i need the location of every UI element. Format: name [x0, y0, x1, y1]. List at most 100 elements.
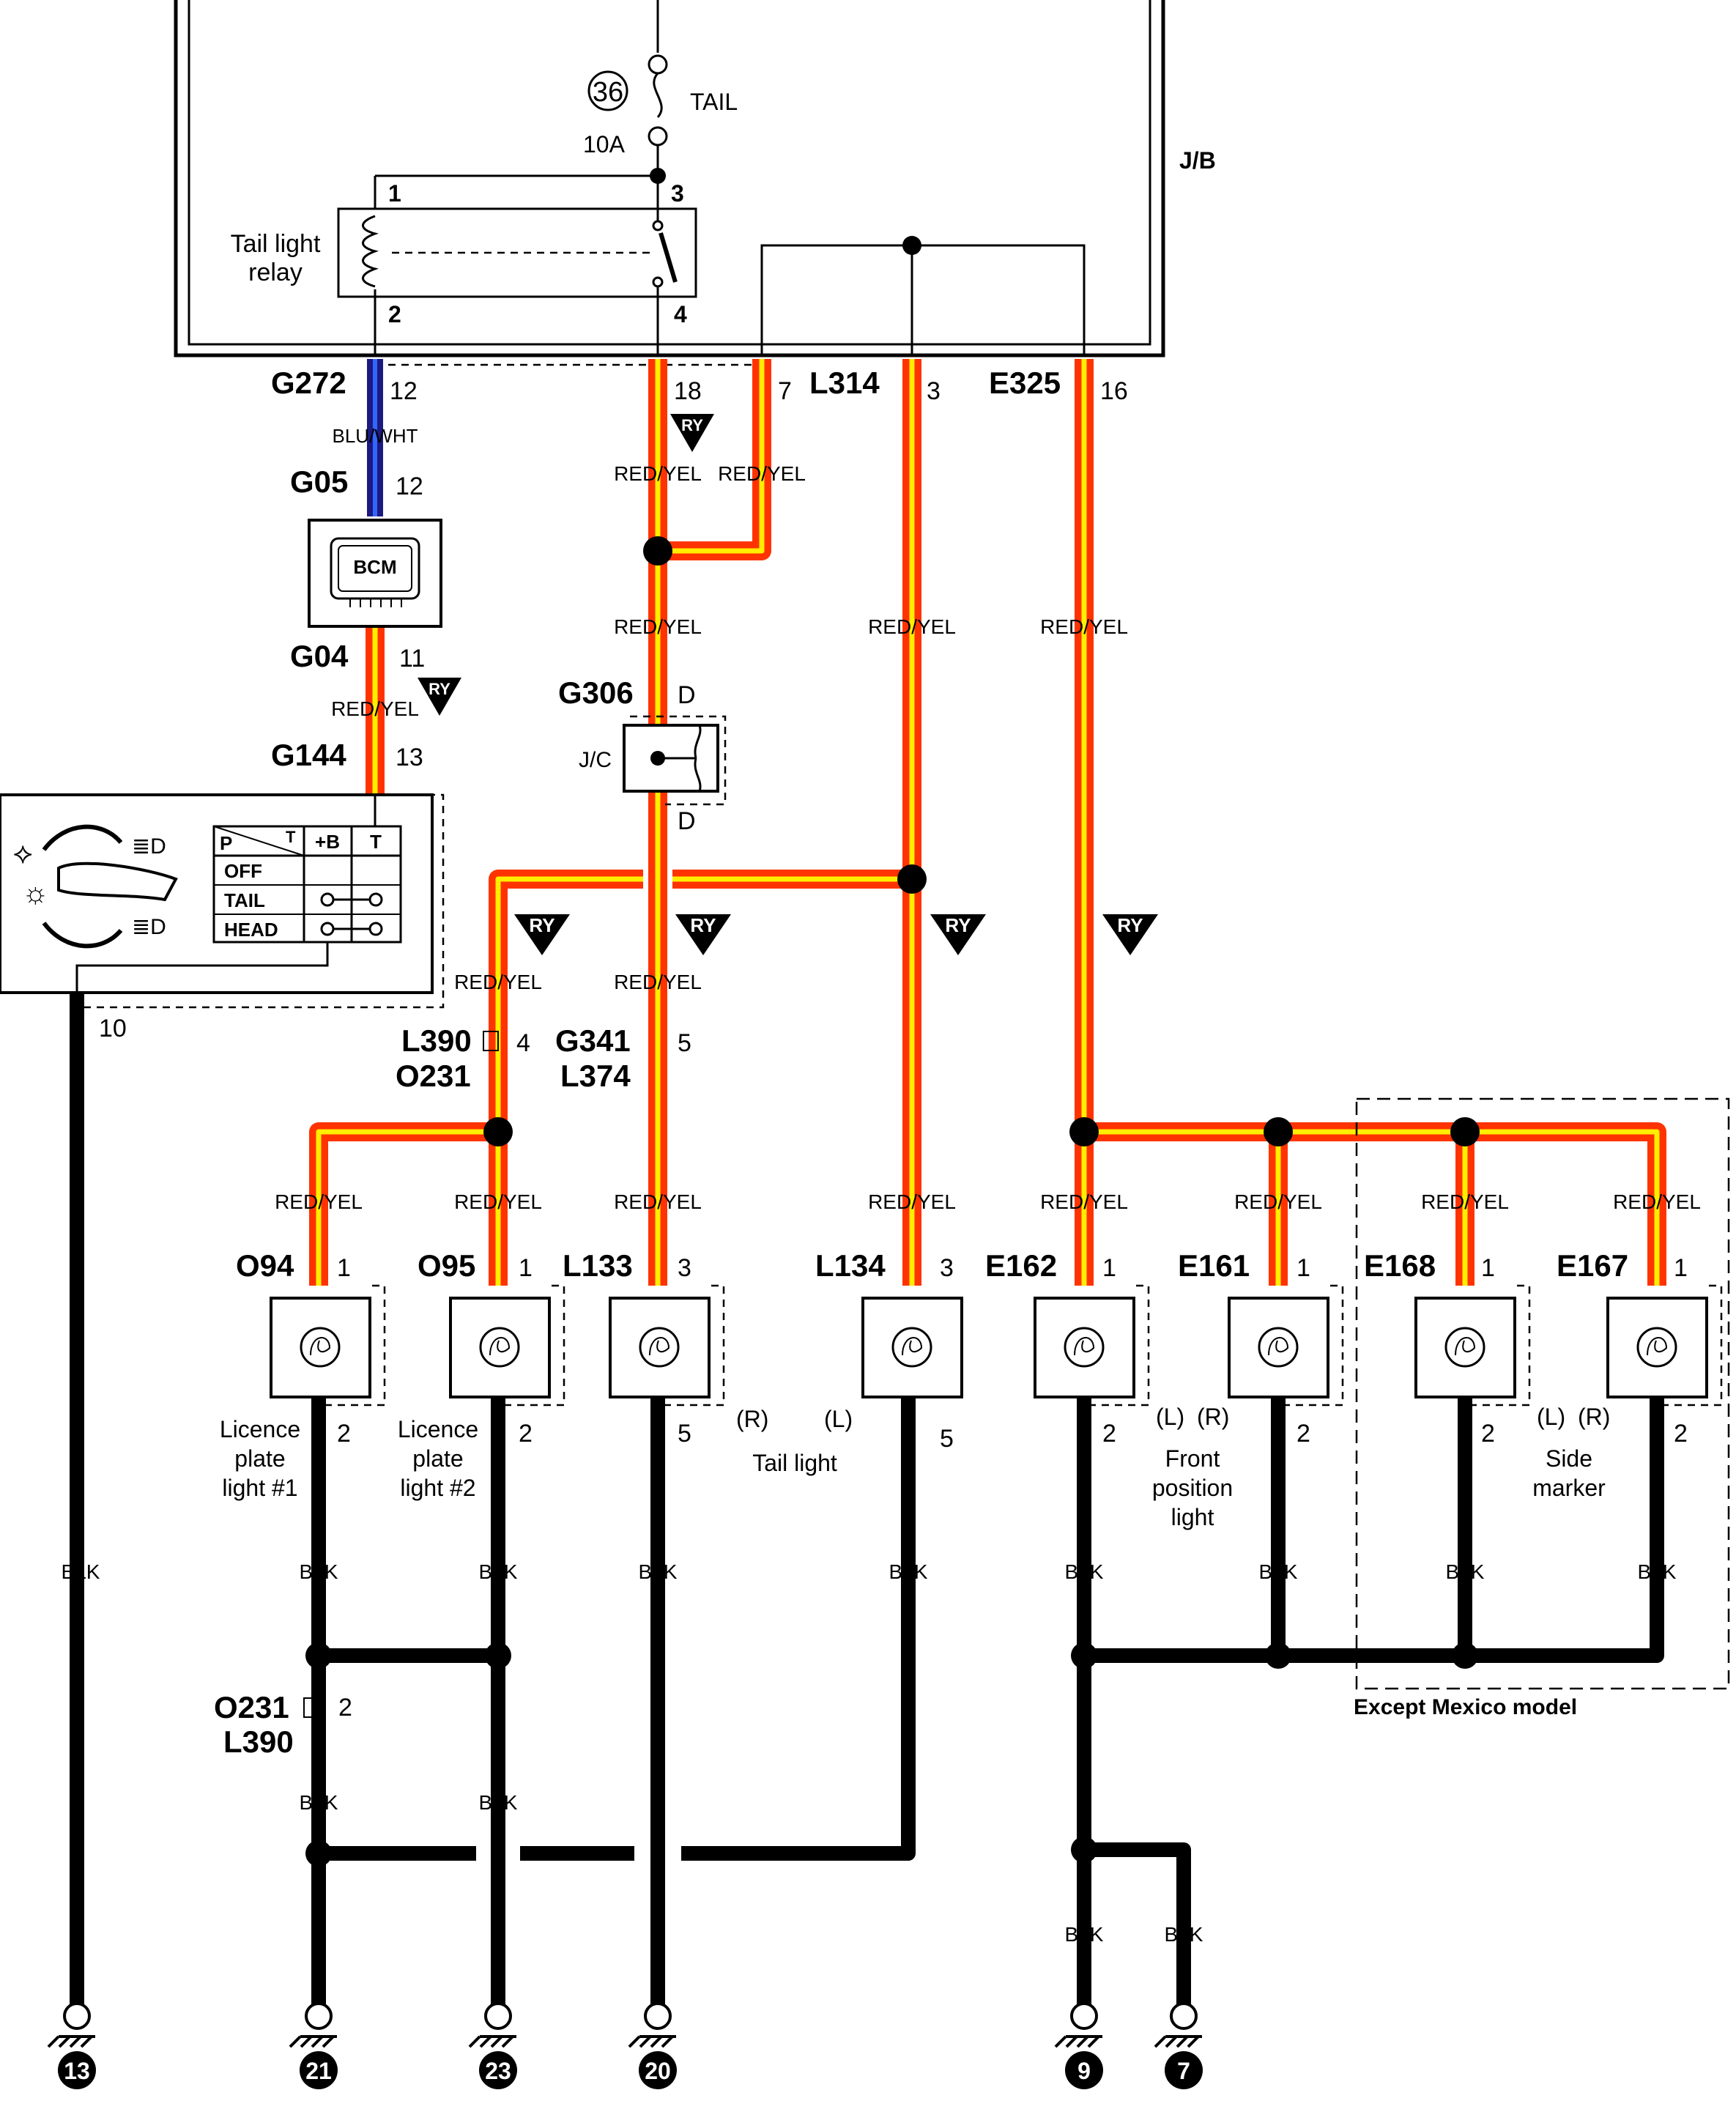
rotate-arrow-icon-2 — [42, 922, 123, 949]
ground-icon: 13 — [47, 2002, 96, 2089]
svg-text:Tail light: Tail light — [752, 1450, 837, 1476]
bulb-icon — [1258, 1327, 1299, 1368]
ground-icon: 9 — [1054, 2002, 1103, 2089]
bulb-icon — [479, 1327, 520, 1368]
svg-text:RED/YEL: RED/YEL — [868, 1190, 956, 1213]
conn-o231: O231 — [396, 1059, 471, 1093]
jc-label: J/C — [579, 748, 612, 772]
svg-text:RED/YEL: RED/YEL — [454, 971, 542, 993]
grounds: 13 21 23 20 9 7 — [47, 2002, 1203, 2089]
ground-icon: 23 — [468, 2002, 517, 2089]
except-mexico-frame — [1355, 1097, 1730, 1690]
lamp-e162 — [1034, 1284, 1150, 1407]
lamp-e161 — [1228, 1284, 1344, 1407]
ground-icon: 7 — [1154, 2002, 1203, 2089]
svg-text:2: 2 — [1674, 1420, 1688, 1448]
ry-badge: RY — [690, 914, 716, 936]
ry-badge: RY — [681, 416, 703, 434]
svg-text:1: 1 — [1102, 1254, 1116, 1282]
svg-text:2: 2 — [1102, 1420, 1116, 1448]
svg-text:L133: L133 — [563, 1248, 633, 1283]
table-col-t: T — [370, 831, 382, 853]
conn-g341: G341 — [555, 1023, 631, 1058]
svg-text:2: 2 — [337, 1420, 351, 1448]
ry-markers: RY RY RY RY RY RY — [418, 414, 1158, 955]
svg-text:RED/YEL: RED/YEL — [614, 971, 702, 993]
ry-badge: RY — [529, 914, 554, 936]
svg-text:5: 5 — [940, 1425, 954, 1453]
tail-light-relay — [337, 207, 697, 298]
bulb-icon — [300, 1327, 341, 1368]
ground-7: 7 — [1177, 2058, 1190, 2084]
bulb-icon — [891, 1327, 932, 1368]
lamp-l133 — [609, 1284, 725, 1407]
svg-text:BLK: BLK — [1065, 1560, 1104, 1583]
lamps — [270, 1284, 1723, 1407]
conn-e325: E325 — [989, 366, 1061, 400]
pin-label: 12 — [396, 473, 423, 500]
conn-g272: G272 — [271, 366, 346, 400]
ry-badge: RY — [945, 914, 971, 936]
svg-text:1: 1 — [1297, 1254, 1310, 1282]
svg-text:E162: E162 — [985, 1248, 1057, 1283]
conn-g306: G306 — [558, 675, 634, 710]
fuse-name: TAIL — [690, 89, 738, 115]
svg-text:RED/YEL: RED/YEL — [1613, 1190, 1701, 1213]
svg-text:RED/YEL: RED/YEL — [1040, 615, 1128, 638]
svg-text:(L): (L) — [1537, 1404, 1565, 1430]
svg-text:position: position — [1152, 1475, 1233, 1501]
wires-red-yel — [309, 359, 1666, 1286]
svg-text:1: 1 — [1481, 1254, 1495, 1282]
stalk-icon — [57, 861, 178, 902]
wire-color-labels: BLU/WHT RED/YEL RED/YEL RED/YEL RED/YEL … — [62, 425, 1701, 1946]
fuse-number-badge — [587, 70, 628, 111]
bcm-module: BCM — [308, 519, 442, 628]
svg-text:1: 1 — [519, 1254, 533, 1282]
svg-text:RED/YEL: RED/YEL — [331, 697, 419, 720]
relay-pin-1: 1 — [388, 180, 401, 207]
svg-text:O95: O95 — [418, 1248, 475, 1283]
lighting-switch: ⟡ ☼ ≣D ≣D P T +B T OFF TAIL HEAD — [0, 793, 445, 1009]
svg-text:plate: plate — [412, 1445, 463, 1472]
blk-dots — [305, 1642, 1478, 1867]
low-beam-icon: ≣D — [132, 834, 166, 859]
svg-text:BLK: BLK — [300, 1560, 338, 1583]
svg-text:BLK: BLK — [479, 1791, 518, 1814]
pin-label: 13 — [396, 744, 423, 771]
table-header-p: P — [220, 832, 232, 854]
svg-text:Licence: Licence — [220, 1416, 300, 1442]
svg-text:BLK: BLK — [479, 1560, 518, 1583]
svg-text:E167: E167 — [1557, 1248, 1628, 1283]
svg-text:RED/YEL: RED/YEL — [1040, 1190, 1128, 1213]
lamp-e167 — [1606, 1284, 1723, 1407]
svg-text:L134: L134 — [815, 1248, 886, 1283]
except-mexico-label: Except Mexico model — [1354, 1695, 1577, 1719]
relay-pin-2: 2 — [388, 301, 401, 327]
conn-o231-low: O231 — [214, 1690, 289, 1724]
bulb-icon — [1064, 1327, 1105, 1368]
svg-text:BLK: BLK — [1259, 1560, 1298, 1583]
svg-text:O94: O94 — [236, 1248, 294, 1283]
lamp-e168 — [1414, 1284, 1531, 1407]
svg-text:BLK: BLK — [639, 1560, 678, 1583]
conn-g04: G04 — [290, 639, 349, 673]
svg-text:RED/YEL: RED/YEL — [718, 462, 806, 485]
svg-text:RED/YEL: RED/YEL — [454, 1190, 542, 1213]
svg-text:BLK: BLK — [889, 1560, 928, 1583]
bulb-icon — [639, 1327, 680, 1368]
pin-label: 7 — [778, 377, 792, 405]
svg-text:3: 3 — [940, 1254, 954, 1282]
table-row-tail: TAIL — [224, 889, 265, 911]
conn-l314: L314 — [809, 366, 880, 400]
lamp-l134 — [861, 1297, 963, 1398]
bulb-icon — [1444, 1327, 1485, 1368]
relay-pin-3: 3 — [671, 180, 684, 207]
svg-text:RED/YEL: RED/YEL — [1234, 1190, 1322, 1213]
bcm-label: BCM — [353, 556, 396, 578]
sun-icon: ☼ — [22, 877, 49, 909]
table-header-t: T — [286, 828, 296, 846]
ry-badge: RY — [1117, 914, 1143, 936]
ry-badge: RY — [429, 680, 450, 698]
conn-l390: L390 — [401, 1023, 472, 1058]
